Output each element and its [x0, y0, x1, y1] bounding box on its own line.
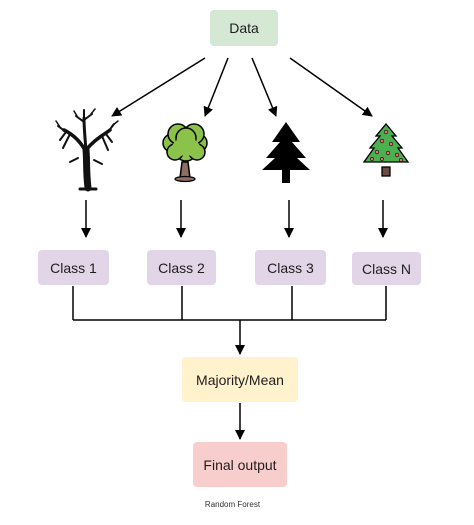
arrow-to-tree-2 — [203, 57, 229, 117]
arrow-to-tree-3 — [251, 57, 278, 117]
arrow-to-tree-4 — [289, 57, 373, 117]
deciduous-tree-icon — [162, 123, 208, 183]
diagram-caption: Random Forest — [204, 500, 261, 509]
tree-to-class-arrows — [81, 200, 388, 238]
class-1-node: Class 1 — [38, 250, 109, 285]
majority-mean-node: Majority/Mean — [182, 357, 298, 402]
final-output-node: Final output — [193, 442, 287, 487]
bare-tree-icon — [55, 108, 119, 192]
christmas-tree-icon — [362, 122, 410, 177]
class-2-node: Class 2 — [147, 250, 216, 285]
class-3-node: Class 3 — [255, 250, 326, 285]
data-to-tree-arrows — [111, 57, 373, 117]
arrow-to-tree-1 — [111, 57, 206, 117]
class-connector-lines — [72, 286, 387, 440]
pine-tree-icon — [262, 122, 310, 183]
class-n-node: Class N — [352, 252, 421, 285]
data-node: Data — [210, 10, 278, 46]
